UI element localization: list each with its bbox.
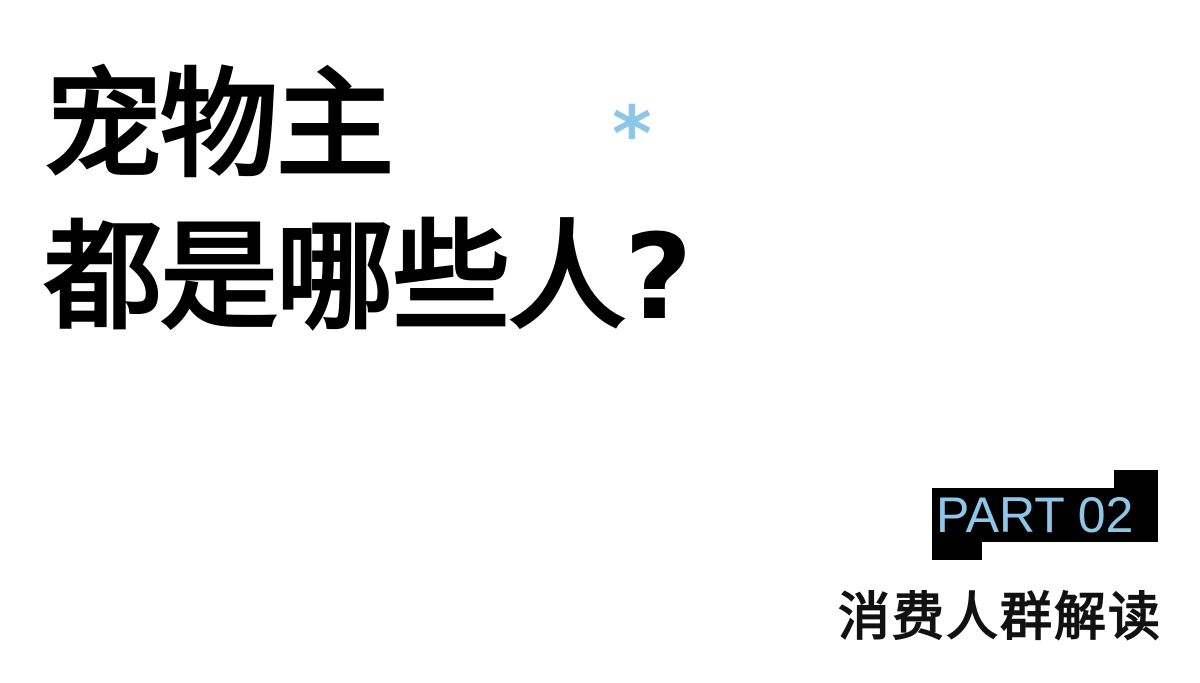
page-title-line-2: 都是哪些人? bbox=[44, 208, 692, 346]
page-title-line-1: 宠物主 bbox=[44, 56, 394, 194]
asterisk-icon: * bbox=[612, 89, 652, 178]
part-badge-background bbox=[932, 488, 1158, 542]
part-label: PART 02 bbox=[936, 487, 1134, 543]
part-badge-corner-bottom bbox=[932, 540, 982, 560]
section-subtitle: 消费人群解读 bbox=[837, 588, 1162, 648]
part-badge-corner-top bbox=[1114, 470, 1158, 490]
part-badge: PART 02 bbox=[932, 470, 1158, 560]
